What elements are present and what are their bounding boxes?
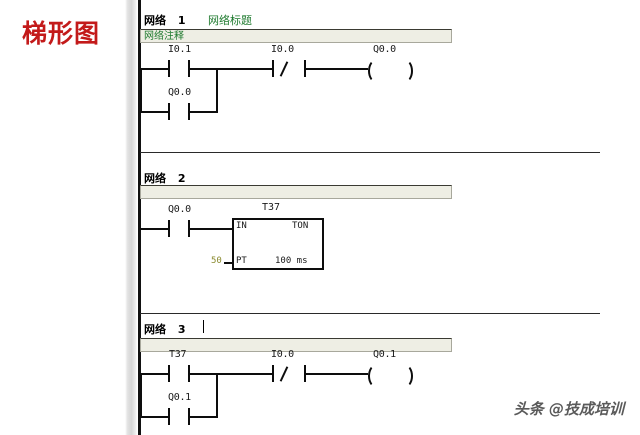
rung3-branch-left-vertical <box>140 373 142 418</box>
network-2-label: 网络 2 <box>144 170 186 186</box>
network-1-title[interactable]: 网络标题 <box>208 14 252 27</box>
rung2-wire-contact-to-block <box>190 228 232 230</box>
rung1-contact-Q00-label: Q0.0 <box>168 87 191 98</box>
network-2[interactable]: 网络 2 Q0.0 T37 IN TON PT 100 ms 50 <box>118 152 640 313</box>
timer-block-pt-pin: PT <box>236 256 247 266</box>
rung3-wire-branch-to-nc <box>218 373 272 375</box>
network-1[interactable]: 网络 1 网络标题 网络注释 I0.1 Q0.0 I0.0 Q0.0 <box>118 0 640 152</box>
rung3-contact-T37-left-bar[interactable] <box>168 365 170 382</box>
rung3-wire-nc-to-coil <box>306 373 368 375</box>
network-2-label-text: 网络 <box>144 172 166 185</box>
rung1-contact-I00-left-bar[interactable] <box>272 60 274 77</box>
network-1-label: 网络 1 <box>144 12 186 28</box>
network-3-label: 网络 3 <box>144 321 186 337</box>
network-separator-2 <box>140 313 600 314</box>
page-title: 梯形图 <box>22 19 101 48</box>
rung1-wire-rail-to-contact <box>140 68 168 70</box>
watermark: 头条 @技成培训 <box>513 400 624 418</box>
rung1-coil-Q00-left-arc[interactable] <box>368 59 385 83</box>
rung3-contact-I00-left-bar[interactable] <box>272 365 274 382</box>
rung2-contact-Q00-label: Q0.0 <box>168 204 191 215</box>
rung3-coil-Q01-label: Q0.1 <box>373 349 396 360</box>
rung1-wire-branch-to-nc <box>218 68 272 70</box>
rung1-wire-nc-to-coil <box>306 68 368 70</box>
left-power-rail <box>138 0 141 435</box>
rung3-branch-right-vertical <box>216 373 218 418</box>
rung1-branch-right-vertical <box>216 68 218 113</box>
ladder-editor-pane[interactable]: 网络 1 网络标题 网络注释 I0.1 Q0.0 I0.0 Q0.0 <box>118 0 640 435</box>
network-3-number: 3 <box>177 323 186 336</box>
rung1-contact-I01-left-bar[interactable] <box>168 60 170 77</box>
rung1-contact-I01-label: I0.1 <box>168 44 191 55</box>
editor-gutter <box>125 0 137 435</box>
timer-block-pt-value[interactable]: 50 <box>211 256 222 266</box>
network-3-label-text: 网络 <box>144 323 166 336</box>
rung3-contact-Q01-label: Q0.1 <box>168 392 191 403</box>
network-3[interactable]: 网络 3 T37 Q0.1 I0.0 Q0.1 <box>118 313 640 435</box>
rung1-contact-Q00-left-bar[interactable] <box>168 103 170 120</box>
rung3-contact-I00-slash <box>279 366 289 382</box>
network-2-comment-bar[interactable] <box>140 185 452 199</box>
timer-block-timebase: 100 ms <box>275 256 308 266</box>
rung1-branch-wire-right <box>190 111 218 113</box>
timer-block-T37-name: T37 <box>262 202 281 213</box>
network-1-comment-bar[interactable]: 网络注释 <box>140 29 452 43</box>
network-2-number: 2 <box>177 172 186 185</box>
rung1-contact-I00-right-bar[interactable] <box>304 60 306 77</box>
rung3-coil-Q01-right-arc[interactable] <box>396 364 413 388</box>
rung2-wire-rail-to-contact <box>140 228 168 230</box>
rung2-contact-Q00-left-bar[interactable] <box>168 220 170 237</box>
network-3-comment-bar[interactable] <box>140 338 452 352</box>
network-1-label-text: 网络 <box>144 14 166 27</box>
rung3-contact-Q01-left-bar[interactable] <box>168 408 170 425</box>
rung1-branch-wire-left <box>140 111 168 113</box>
rung3-wire-rail-to-contact <box>140 373 168 375</box>
rung3-contact-I00-label: I0.0 <box>271 349 294 360</box>
rung3-wire-contact-to-branch <box>190 373 218 375</box>
rung2-contact-Q00-right-bar[interactable] <box>188 220 190 237</box>
timer-block-in-pin: IN <box>236 221 247 231</box>
rung3-branch-wire-left <box>140 416 168 418</box>
rung3-contact-Q01-right-bar[interactable] <box>188 408 190 425</box>
rung1-contact-I00-label: I0.0 <box>271 44 294 55</box>
rung3-contact-T37-right-bar[interactable] <box>188 365 190 382</box>
network-separator-1 <box>140 152 600 153</box>
network-1-number: 1 <box>177 14 186 27</box>
rung3-branch-wire-right <box>190 416 218 418</box>
rung1-wire-contact-to-branch <box>190 68 218 70</box>
rung1-coil-Q00-right-arc[interactable] <box>396 59 413 83</box>
rung2-wire-pt-input <box>224 262 234 264</box>
rung3-coil-Q01-left-arc[interactable] <box>368 364 385 388</box>
text-cursor <box>203 320 204 333</box>
rung1-coil-Q00-label: Q0.0 <box>373 44 396 55</box>
timer-block-T37[interactable] <box>232 218 324 270</box>
rung1-contact-Q00-right-bar[interactable] <box>188 103 190 120</box>
rung1-contact-I01-right-bar[interactable] <box>188 60 190 77</box>
rung3-contact-I00-right-bar[interactable] <box>304 365 306 382</box>
rung1-contact-I00-slash <box>279 61 289 77</box>
network-1-comment-text: 网络注释 <box>144 31 184 42</box>
timer-block-type: TON <box>292 221 309 231</box>
rung1-branch-left-vertical <box>140 68 142 113</box>
rung3-contact-T37-label: T37 <box>169 349 187 360</box>
